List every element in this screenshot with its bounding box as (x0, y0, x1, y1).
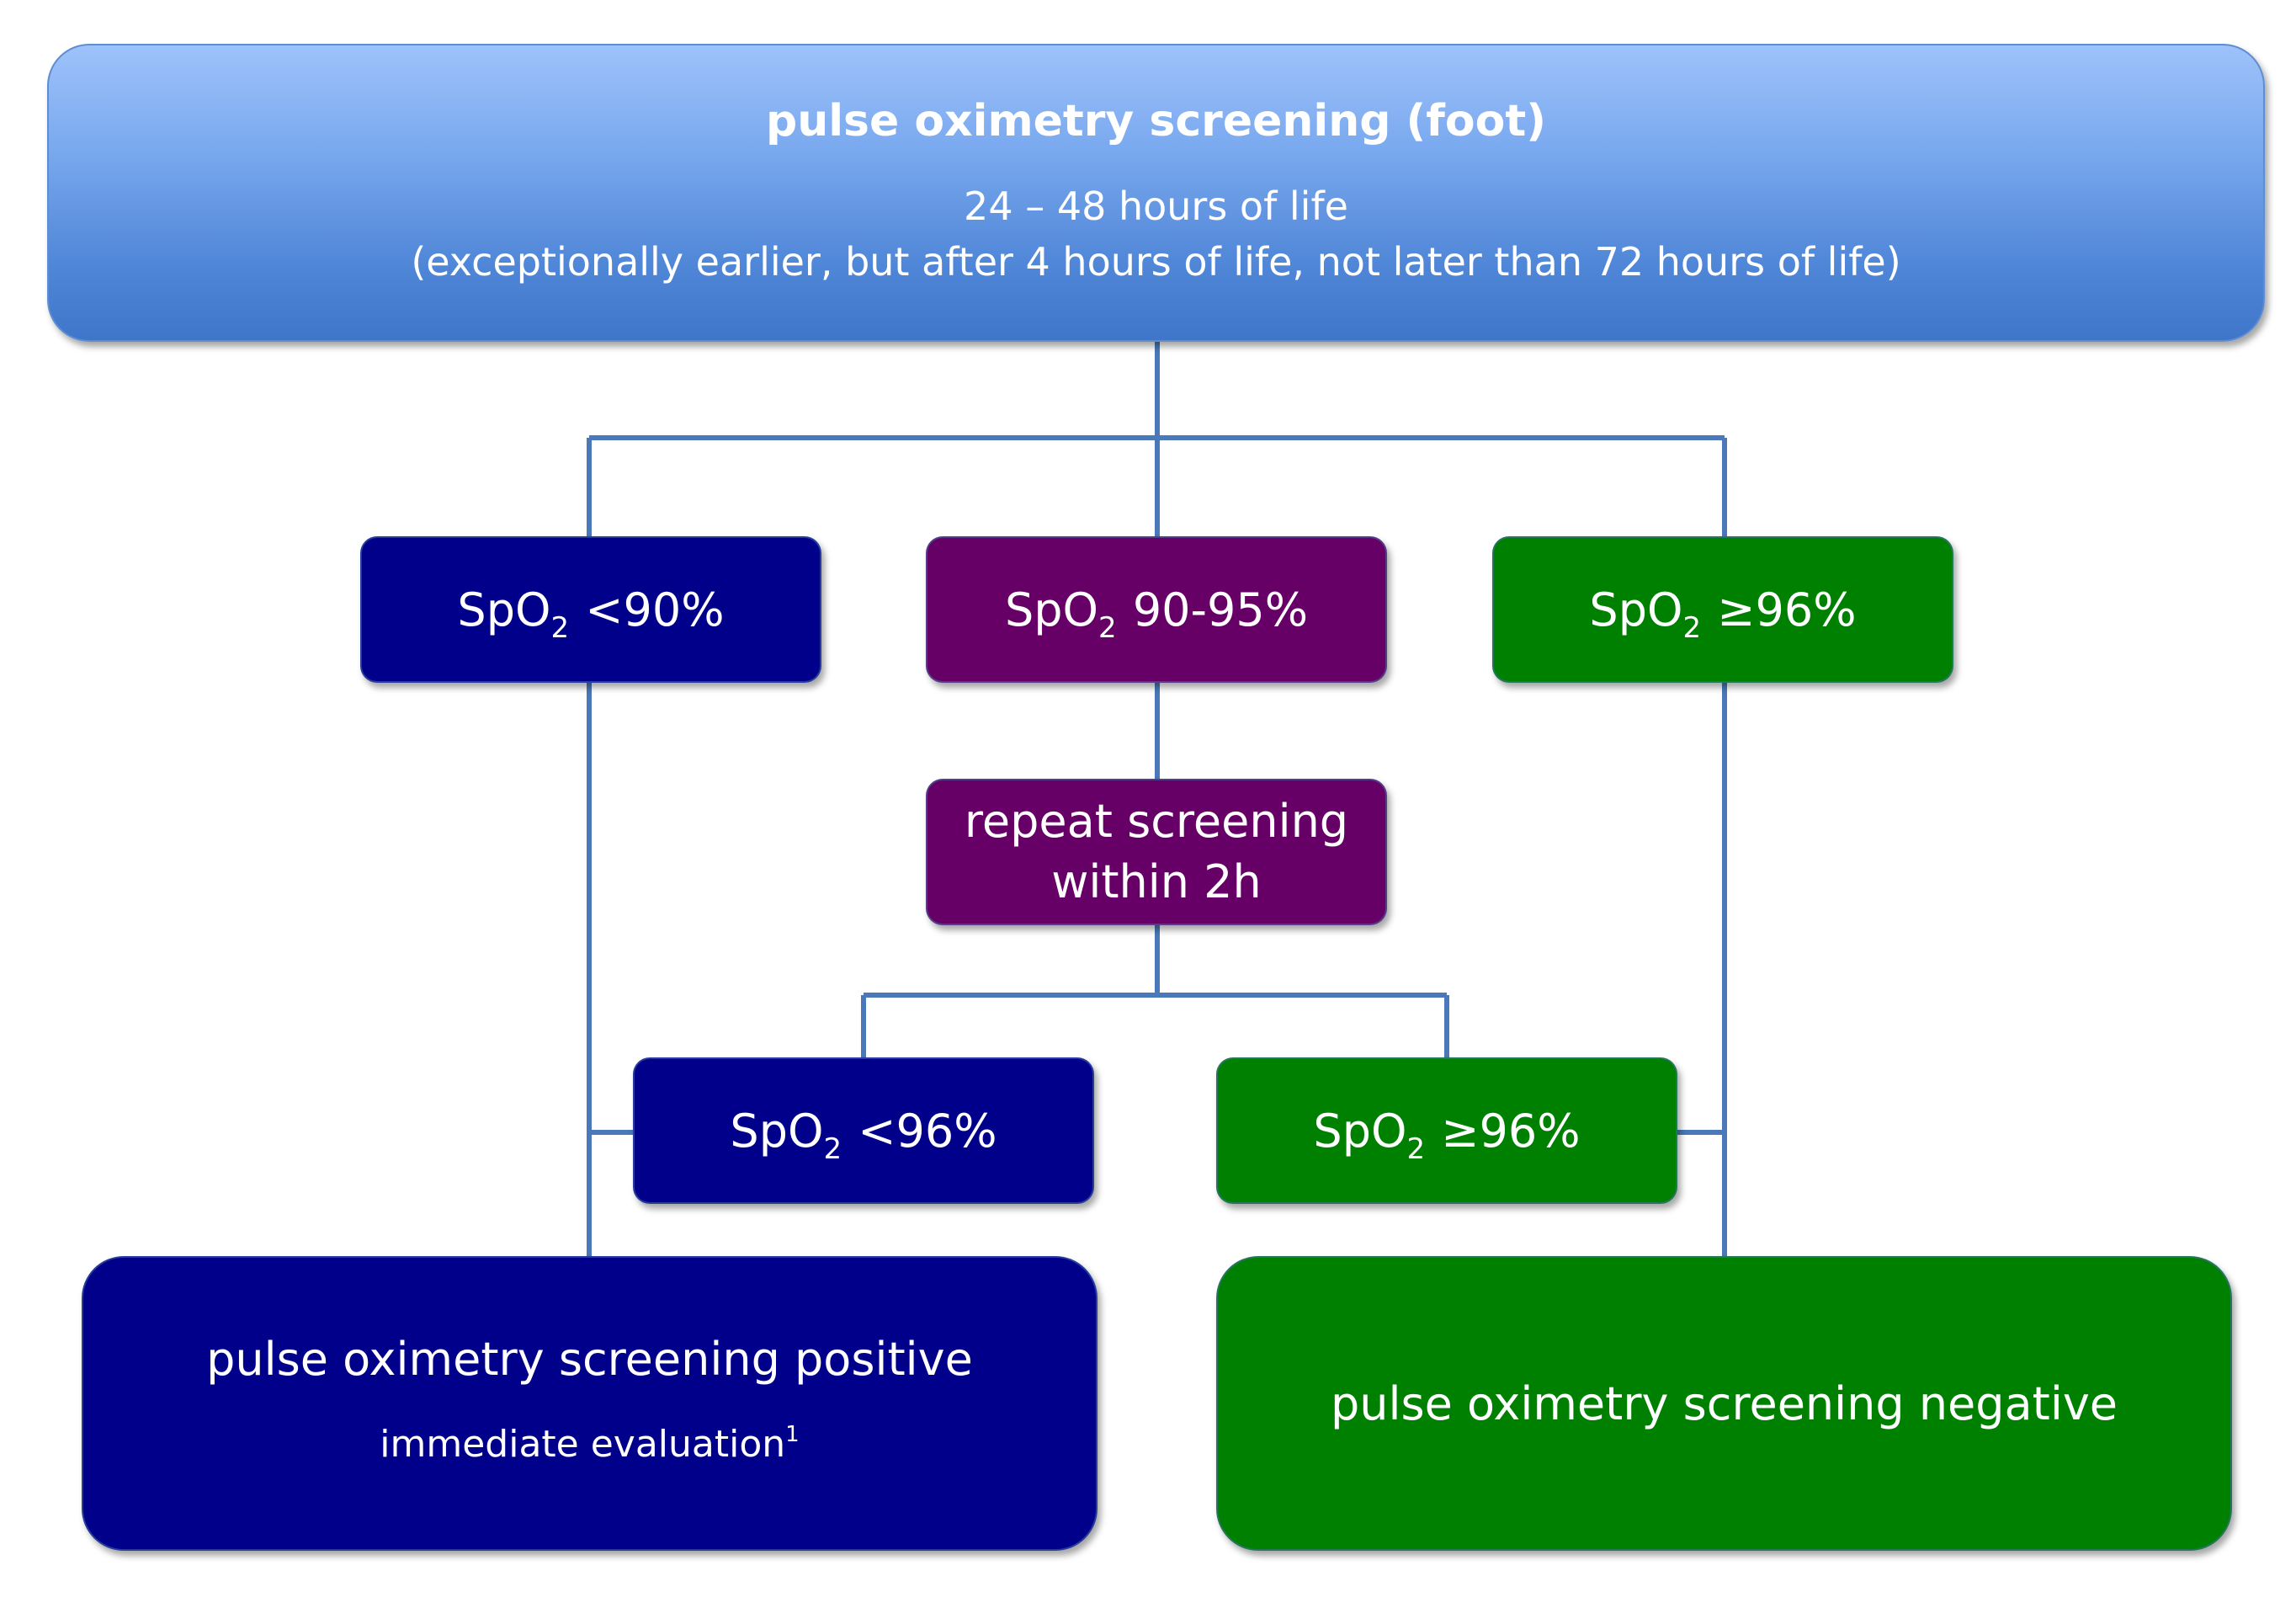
repeat-spo2-96-plus-label: SpO2 ≥96% (1313, 1104, 1581, 1166)
screening-negative-box: pulse oximetry screening negative (1216, 1256, 2232, 1551)
screening-positive-title: pulse oximetry screening positive (206, 1333, 973, 1386)
spo2-90-95-label: SpO2 90-95% (1004, 583, 1309, 645)
screening-timing-note: (exceptionally earlier, but after 4 hour… (411, 239, 1901, 285)
repeat-spo2-below-96-label: SpO2 <96% (730, 1104, 997, 1166)
spo2-below-90-label: SpO2 <90% (457, 583, 725, 645)
footnote-marker: 1 (785, 1422, 800, 1447)
repeat-screening-line1: repeat screening (964, 795, 1349, 848)
spo2-96-plus-box: SpO2 ≥96% (1492, 536, 1953, 683)
screening-title: pulse oximetry screening (foot) (765, 96, 1547, 146)
repeat-spo2-below-96-box: SpO2 <96% (633, 1057, 1094, 1204)
spo2-90-95-box: SpO2 90-95% (926, 536, 1387, 683)
spo2-below-90-box: SpO2 <90% (360, 536, 821, 683)
screening-negative-title: pulse oximetry screening negative (1330, 1376, 2118, 1430)
repeat-spo2-96-plus-box: SpO2 ≥96% (1216, 1057, 1677, 1204)
spo2-96-plus-label: SpO2 ≥96% (1589, 583, 1857, 645)
screening-header-box: pulse oximetry screening (foot) 24 – 48 … (47, 44, 2265, 342)
screening-timing: 24 – 48 hours of life (964, 184, 1348, 229)
repeat-screening-line2: within 2h (1051, 855, 1262, 908)
repeat-screening-box: repeat screening within 2h (926, 779, 1387, 925)
screening-positive-box: pulse oximetry screening positive immedi… (82, 1256, 1098, 1551)
screening-positive-action: immediate evaluation1 (380, 1422, 800, 1466)
